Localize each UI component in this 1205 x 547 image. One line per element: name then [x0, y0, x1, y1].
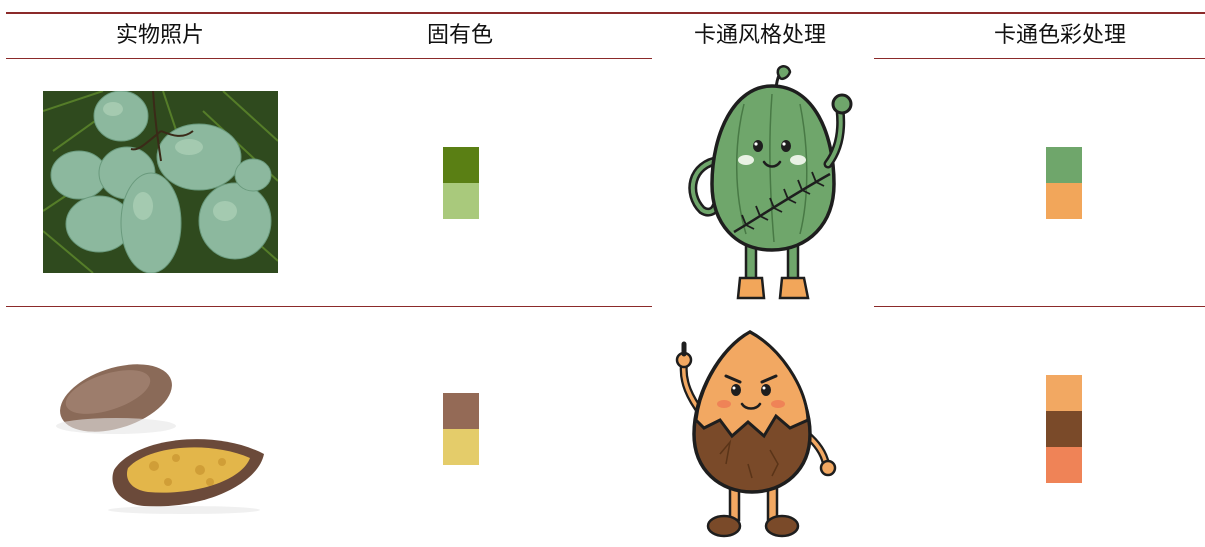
inherent-color-palette-row1 [443, 147, 479, 219]
color-swatch [1046, 447, 1082, 483]
header-rule-right [874, 58, 1205, 59]
color-swatch [443, 183, 479, 219]
cartoon-nut-character [660, 324, 846, 547]
header-rule-left [6, 58, 652, 59]
row-divider-left [6, 306, 652, 307]
column-header-cartoon-color: 卡通色彩处理 [993, 23, 1126, 48]
photo-green-fruit [43, 91, 278, 273]
table-top-rule [6, 12, 1205, 14]
color-swatch [1046, 183, 1082, 219]
cartoon-green-fruit-character [684, 64, 860, 304]
column-header-photo: 实物照片 [115, 23, 204, 48]
column-header-inherent-color: 固有色 [426, 23, 493, 48]
color-swatch [443, 429, 479, 465]
inherent-color-palette-row2 [443, 393, 479, 465]
cartoon-color-palette-row1 [1046, 147, 1082, 219]
row-divider-right [874, 306, 1205, 307]
color-swatch [1046, 147, 1082, 183]
cartoon-color-palette-row2 [1046, 375, 1082, 483]
color-swatch [1046, 411, 1082, 447]
column-header-cartoon-style: 卡通风格处理 [693, 23, 826, 48]
color-swatch [443, 393, 479, 429]
color-swatch [443, 147, 479, 183]
photo-nut [44, 358, 269, 514]
color-swatch [1046, 375, 1082, 411]
